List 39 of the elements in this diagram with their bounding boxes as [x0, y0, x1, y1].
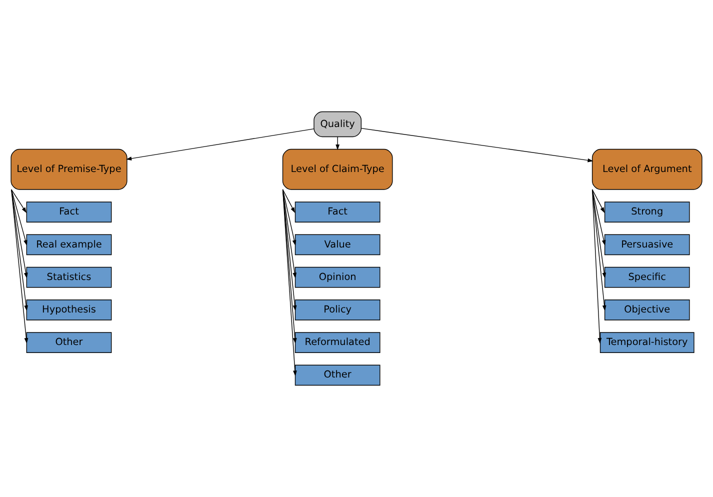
- node-box: Policy: [294, 300, 380, 320]
- node-box: Objective: [604, 300, 690, 320]
- node-box: Strong: [604, 202, 690, 222]
- node-box: Level of Argument: [592, 148, 702, 190]
- arrow: [11, 189, 28, 246]
- arrow: [336, 136, 340, 150]
- arrow: [126, 128, 314, 160]
- node-box: Fact: [26, 202, 112, 222]
- arrow: [282, 189, 297, 344]
- arrow: [361, 128, 594, 162]
- arrow: [592, 189, 606, 311]
- arrow: [282, 189, 297, 278]
- node-box: Quality: [314, 111, 362, 138]
- arrow: [282, 189, 297, 376]
- node-box: Fact: [294, 202, 380, 222]
- node-box: Temporal-history: [600, 332, 694, 353]
- arrow: [592, 189, 605, 213]
- node-box: Opinion: [294, 266, 380, 288]
- node-box: Level of Premise-Type: [10, 148, 128, 190]
- node-box: Level of Claim-Type: [282, 148, 393, 190]
- arrow: [282, 189, 297, 311]
- arrow: [11, 189, 28, 344]
- node-box: Other: [26, 332, 112, 353]
- arrow: [282, 189, 296, 213]
- arrow: [592, 189, 602, 344]
- node-box: Value: [294, 234, 380, 256]
- node-box: Specific: [604, 266, 690, 288]
- arrow: [11, 189, 28, 278]
- node-box: Persuasive: [604, 234, 690, 256]
- node-box: Reformulated: [294, 332, 380, 353]
- arrow: [282, 189, 296, 246]
- node-box: Statistics: [26, 266, 112, 288]
- node-box: Hypothesis: [26, 300, 112, 320]
- arrow: [11, 189, 28, 311]
- arrow: [592, 189, 606, 246]
- arrow: [592, 189, 606, 278]
- node-box: Real example: [26, 234, 112, 256]
- node-box: Other: [294, 364, 380, 386]
- arrow: [11, 189, 27, 213]
